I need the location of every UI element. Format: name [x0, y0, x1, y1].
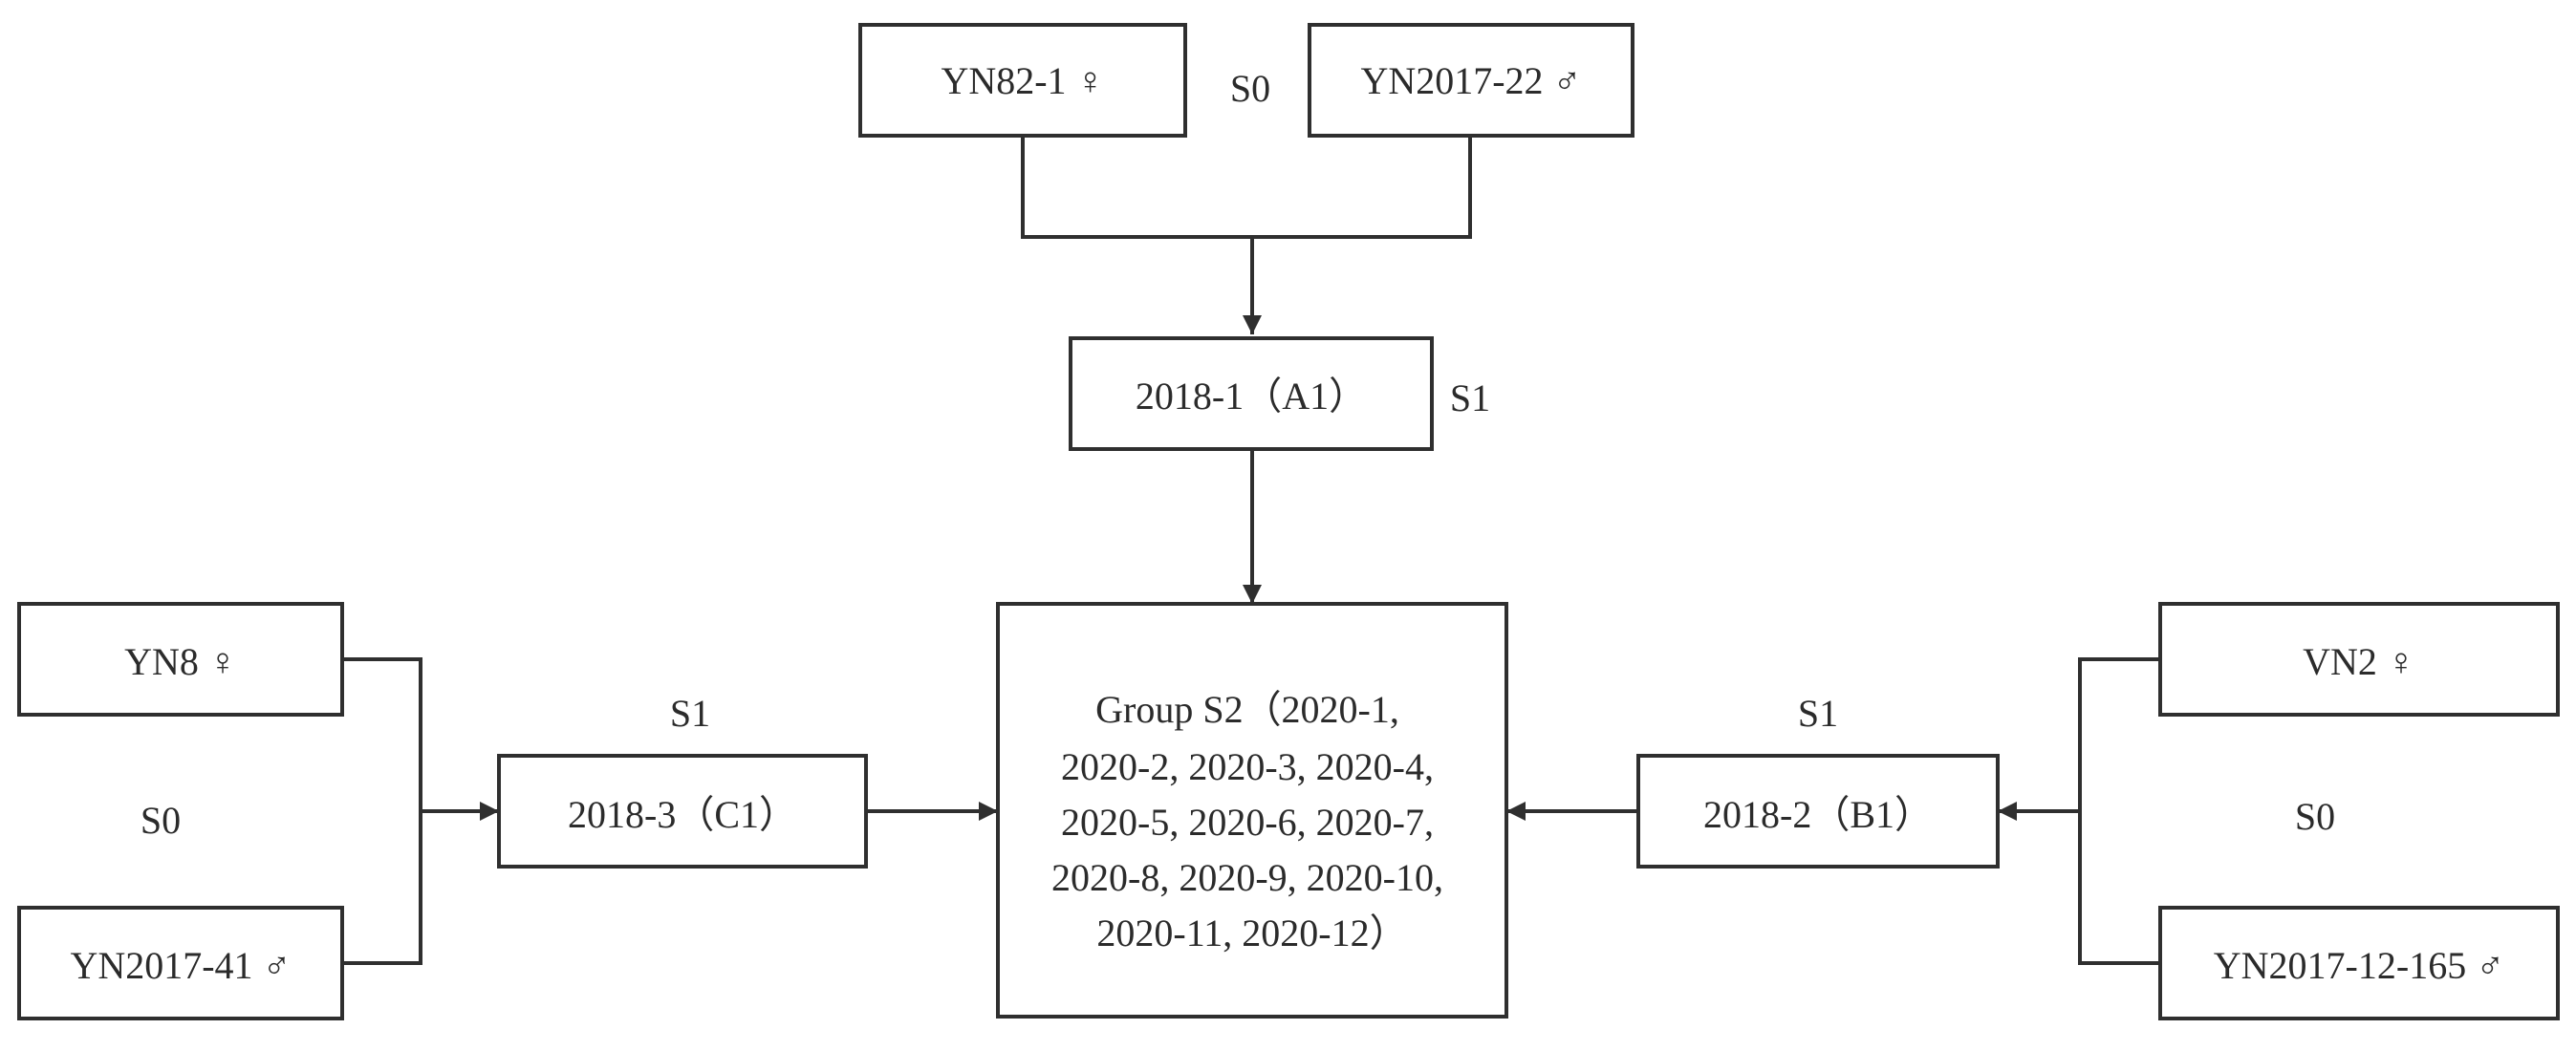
generation-label-right-s1: S1 — [1798, 692, 1838, 735]
node-2018-3-c1-label: 2018-3（C1） — [568, 793, 797, 836]
group-s2-line-1: Group S2（2020-1, — [1095, 688, 1399, 731]
node-yn2017-12-165: YN2017-12-165 ♂ — [2158, 906, 2560, 1020]
group-s2-line-3: 2020-5, 2020-6, 2020-7, — [1061, 801, 1434, 844]
node-yn2017-41: YN2017-41 ♂ — [17, 906, 344, 1020]
node-vn2-label: VN2 ♀ — [2303, 640, 2415, 683]
generation-label-left-s1: S1 — [670, 692, 710, 735]
group-s2-line-5: 2020-11, 2020-12） — [1096, 912, 1407, 954]
node-vn2: VN2 ♀ — [2158, 602, 2560, 717]
node-yn2017-22: YN2017-22 ♂ — [1308, 23, 1634, 138]
node-yn82-1: YN82-1 ♀ — [858, 23, 1187, 138]
generation-label-left-s0: S0 — [141, 799, 181, 842]
node-yn8: YN8 ♀ — [17, 602, 344, 717]
group-s2-line-2: 2020-2, 2020-3, 2020-4, — [1061, 745, 1434, 788]
node-2018-1-a1: 2018-1（A1） — [1069, 336, 1434, 451]
node-2018-2-b1-label: 2018-2（B1） — [1703, 793, 1933, 836]
node-yn2017-22-label: YN2017-22 ♂ — [1360, 59, 1581, 102]
node-yn2017-12-165-label: YN2017-12-165 ♂ — [2214, 944, 2504, 987]
connectors — [342, 136, 2160, 965]
node-2018-1-a1-label: 2018-1（A1） — [1136, 375, 1367, 418]
node-yn82-1-label: YN82-1 ♀ — [941, 59, 1104, 102]
node-2018-2-b1: 2018-2（B1） — [1636, 754, 2000, 869]
node-group-s2-label: Group S2（2020-1, 2020-2, 2020-3, 2020-4,… — [1051, 688, 1453, 954]
generation-label-top-s0: S0 — [1230, 67, 1270, 110]
generation-label-top-s1: S1 — [1450, 376, 1490, 419]
connector-yn2017-22-to-junction — [1252, 136, 1472, 239]
connector-yn82-1-to-junction — [1021, 136, 1252, 239]
connector-vn2-to-junction — [2078, 657, 2160, 965]
node-yn8-label: YN8 ♀ — [124, 640, 237, 683]
generation-label-right-s0: S0 — [2295, 795, 2335, 838]
group-s2-line-4: 2020-8, 2020-9, 2020-10, — [1051, 856, 1443, 899]
node-yn2017-41-label: YN2017-41 ♂ — [70, 944, 291, 987]
node-group-s2: Group S2（2020-1, 2020-2, 2020-3, 2020-4,… — [996, 602, 1508, 1019]
connector-yn8-to-junction — [342, 657, 422, 965]
node-2018-3-c1: 2018-3（C1） — [497, 754, 868, 869]
